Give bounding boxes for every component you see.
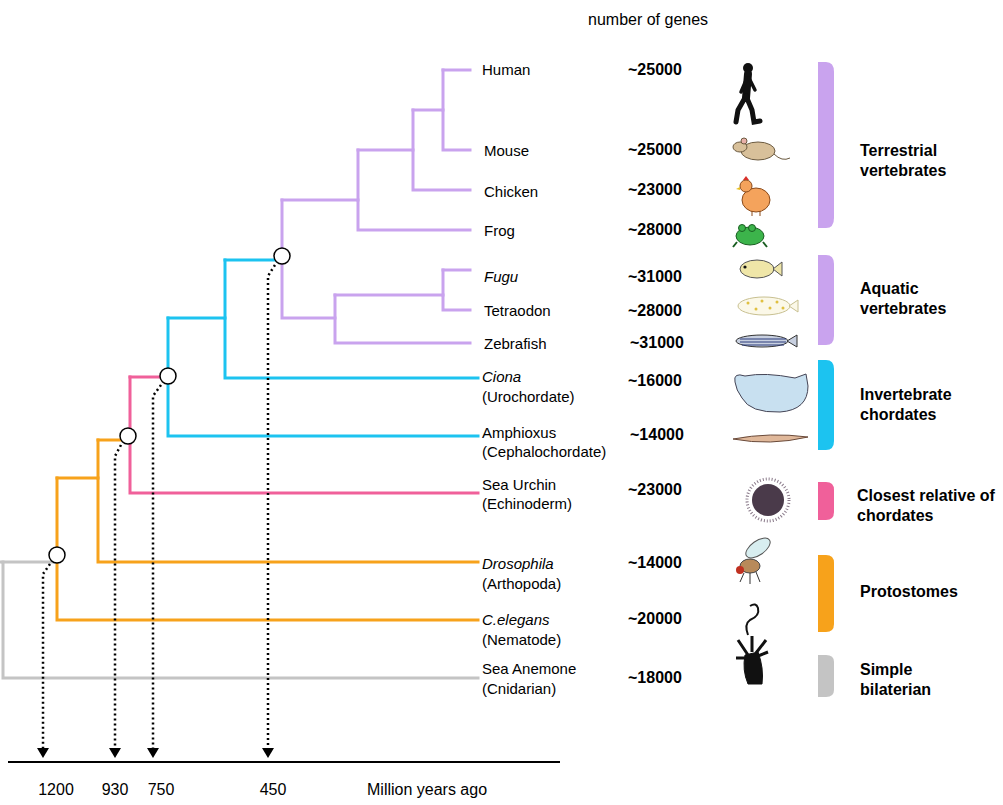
gene-count: ~25000 — [628, 141, 682, 159]
axis-tick-label: 450 — [260, 781, 287, 799]
gene-count: ~14000 — [628, 554, 682, 572]
taxon-name: (Nematode) — [482, 631, 561, 648]
taxon-name: (Cephalochordate) — [482, 443, 606, 460]
gene-count: ~31000 — [628, 268, 682, 286]
worm-icon — [746, 604, 758, 635]
species-name: Sea Anemone — [482, 660, 576, 677]
gene-count: ~16000 — [628, 372, 682, 390]
mouse-icon — [733, 138, 790, 160]
gene-count: ~20000 — [628, 610, 682, 628]
divergence-node — [49, 248, 290, 563]
sea-urchin-icon — [747, 479, 789, 521]
gene-count: ~31000 — [630, 334, 684, 352]
species-name: Chicken — [484, 183, 538, 200]
species-name: Drosophila — [482, 555, 554, 572]
chicken-icon — [736, 176, 770, 216]
gene-count: ~28000 — [628, 302, 682, 320]
tetraodon-icon — [738, 297, 798, 315]
taxon-name: (Urochordate) — [482, 388, 575, 405]
group-bracket — [818, 62, 834, 697]
time-leader — [43, 265, 275, 748]
frog-icon — [733, 225, 767, 248]
group-label: Closest relative of chordates — [857, 486, 999, 526]
gene-count: ~14000 — [630, 426, 684, 444]
ciona-icon — [735, 374, 808, 412]
axis-title: Million years ago — [367, 781, 487, 799]
axis-tick-label: 750 — [148, 781, 175, 799]
group-label: Aquatic vertebrates — [860, 279, 1000, 319]
gene-count: ~23000 — [628, 481, 682, 499]
group-label: Protostomes — [860, 582, 1000, 602]
amphioxus-icon — [733, 435, 808, 442]
group-label: Terrestrial vertebrates — [860, 141, 1000, 181]
species-name: Mouse — [484, 142, 529, 159]
time-axis — [8, 761, 560, 763]
column-header: number of genes — [588, 11, 708, 29]
gene-count: ~23000 — [628, 181, 682, 199]
species-name: Human — [482, 61, 530, 78]
arrowhead — [37, 748, 274, 758]
species-name: Sea Urchin — [482, 476, 556, 493]
species-name: Tetraodon — [484, 302, 551, 319]
zebrafish-icon — [736, 335, 797, 347]
axis-tick-label: 1200 — [38, 781, 74, 799]
taxon-name: (Arthopoda) — [482, 575, 561, 592]
axis-tick-label: 930 — [102, 781, 129, 799]
species-name: Fugu — [484, 268, 518, 285]
gene-count: ~18000 — [628, 669, 682, 687]
group-label: Invertebrate chordates — [860, 385, 1000, 425]
taxon-name: (Echinoderm) — [482, 495, 572, 512]
species-name: C.elegans — [482, 611, 550, 628]
fugu-icon — [740, 260, 782, 278]
species-name: Amphioxus — [482, 424, 556, 441]
species-name: Ciona — [482, 368, 521, 385]
gene-count: ~25000 — [628, 61, 682, 79]
anemone-icon — [736, 636, 768, 684]
group-label: Simple bilaterian — [860, 660, 960, 700]
fly-icon — [736, 534, 773, 584]
species-name: Zebrafish — [484, 335, 547, 352]
taxon-name: (Cnidarian) — [482, 680, 556, 697]
gene-count: ~28000 — [628, 221, 682, 239]
human-icon — [736, 63, 760, 122]
species-name: Frog — [484, 222, 515, 239]
